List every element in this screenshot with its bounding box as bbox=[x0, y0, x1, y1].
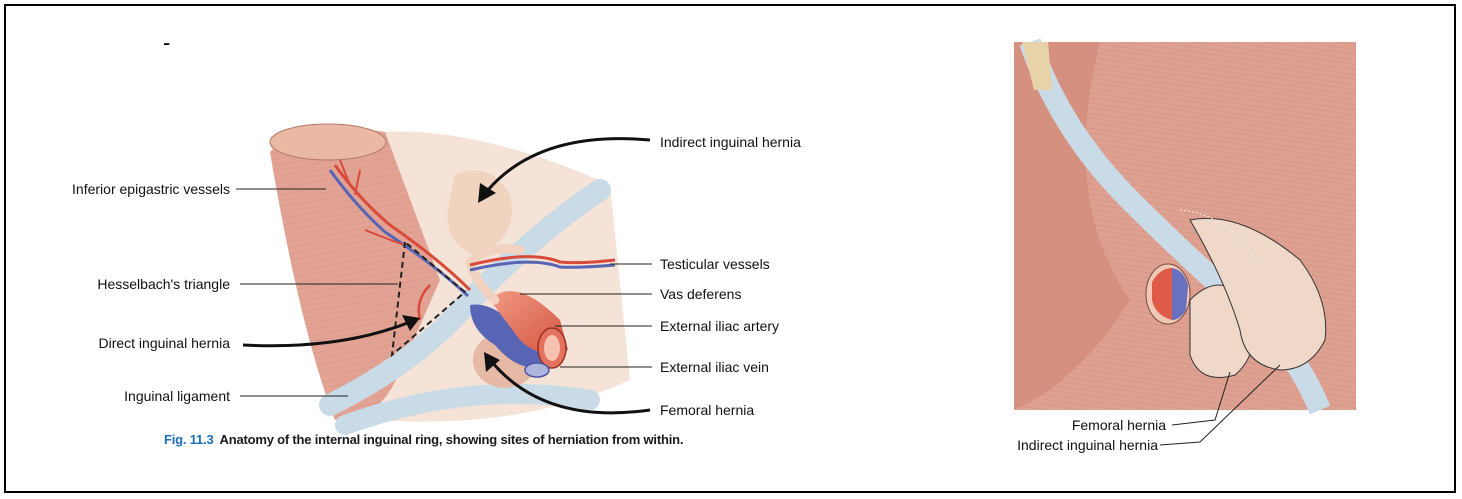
figure-caption: Fig. 11.3 Anatomy of the internal inguina… bbox=[164, 432, 683, 447]
label-inferior-epigastric-vessels: Inferior epigastric vessels bbox=[72, 181, 230, 197]
caption-text: Anatomy of the internal inguinal ring, s… bbox=[220, 432, 684, 447]
label-indirect-inguinal-hernia: Indirect inguinal hernia bbox=[660, 134, 801, 150]
label-testicular-vessels: Testicular vessels bbox=[660, 256, 770, 272]
label-external-iliac-artery: External iliac artery bbox=[660, 318, 779, 334]
label-hesselbachs-triangle: Hesselbach's triangle bbox=[97, 276, 230, 292]
right-illustration bbox=[1014, 42, 1356, 445]
label-right-femoral-hernia: Femoral hernia bbox=[1072, 417, 1166, 433]
label-right-indirect-inguinal-hernia: Indirect inguinal hernia bbox=[1017, 437, 1158, 453]
label-direct-inguinal-hernia: Direct inguinal hernia bbox=[98, 335, 230, 351]
label-vas-deferens: Vas deferens bbox=[660, 286, 741, 302]
label-femoral-hernia: Femoral hernia bbox=[660, 402, 754, 418]
rectus-cut-surface bbox=[270, 124, 386, 160]
figure-number: Fig. 11.3 bbox=[164, 432, 214, 447]
label-inguinal-ligament: Inguinal ligament bbox=[124, 388, 230, 404]
left-illustration bbox=[236, 124, 652, 425]
label-external-iliac-vein: External iliac vein bbox=[660, 359, 769, 375]
